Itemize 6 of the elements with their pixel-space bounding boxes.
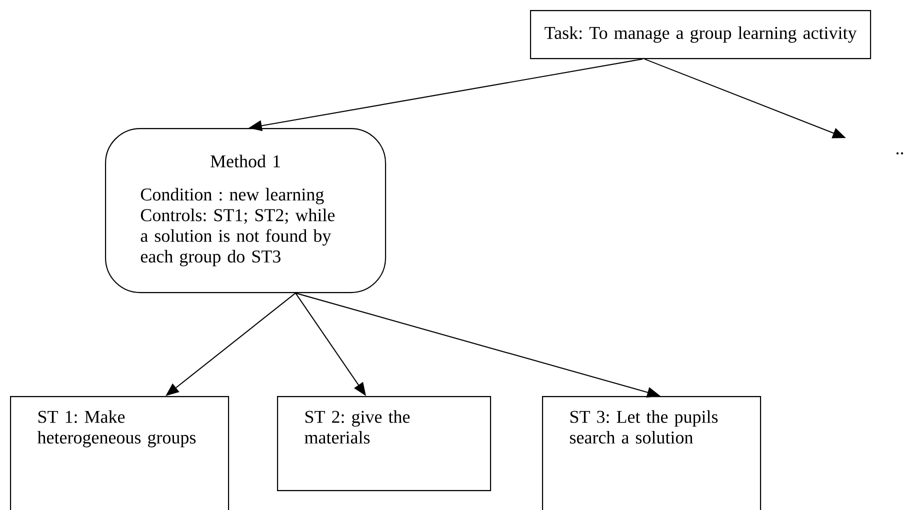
method-box: Method 1 Condition : new learning Controls: ST1; ST2; while a solution is not found by each group do ST3 xyxy=(105,128,386,294)
ellipsis-text: .. xyxy=(896,152,904,154)
process-box: ST 1: Make heterogeneous groups xyxy=(10,396,230,510)
process-box: ST 2: give the materials xyxy=(277,396,492,492)
process-box: Task: To manage a group learning activity xyxy=(530,10,872,60)
process-box: ST 3: Let the pupils search a solution xyxy=(542,396,762,510)
